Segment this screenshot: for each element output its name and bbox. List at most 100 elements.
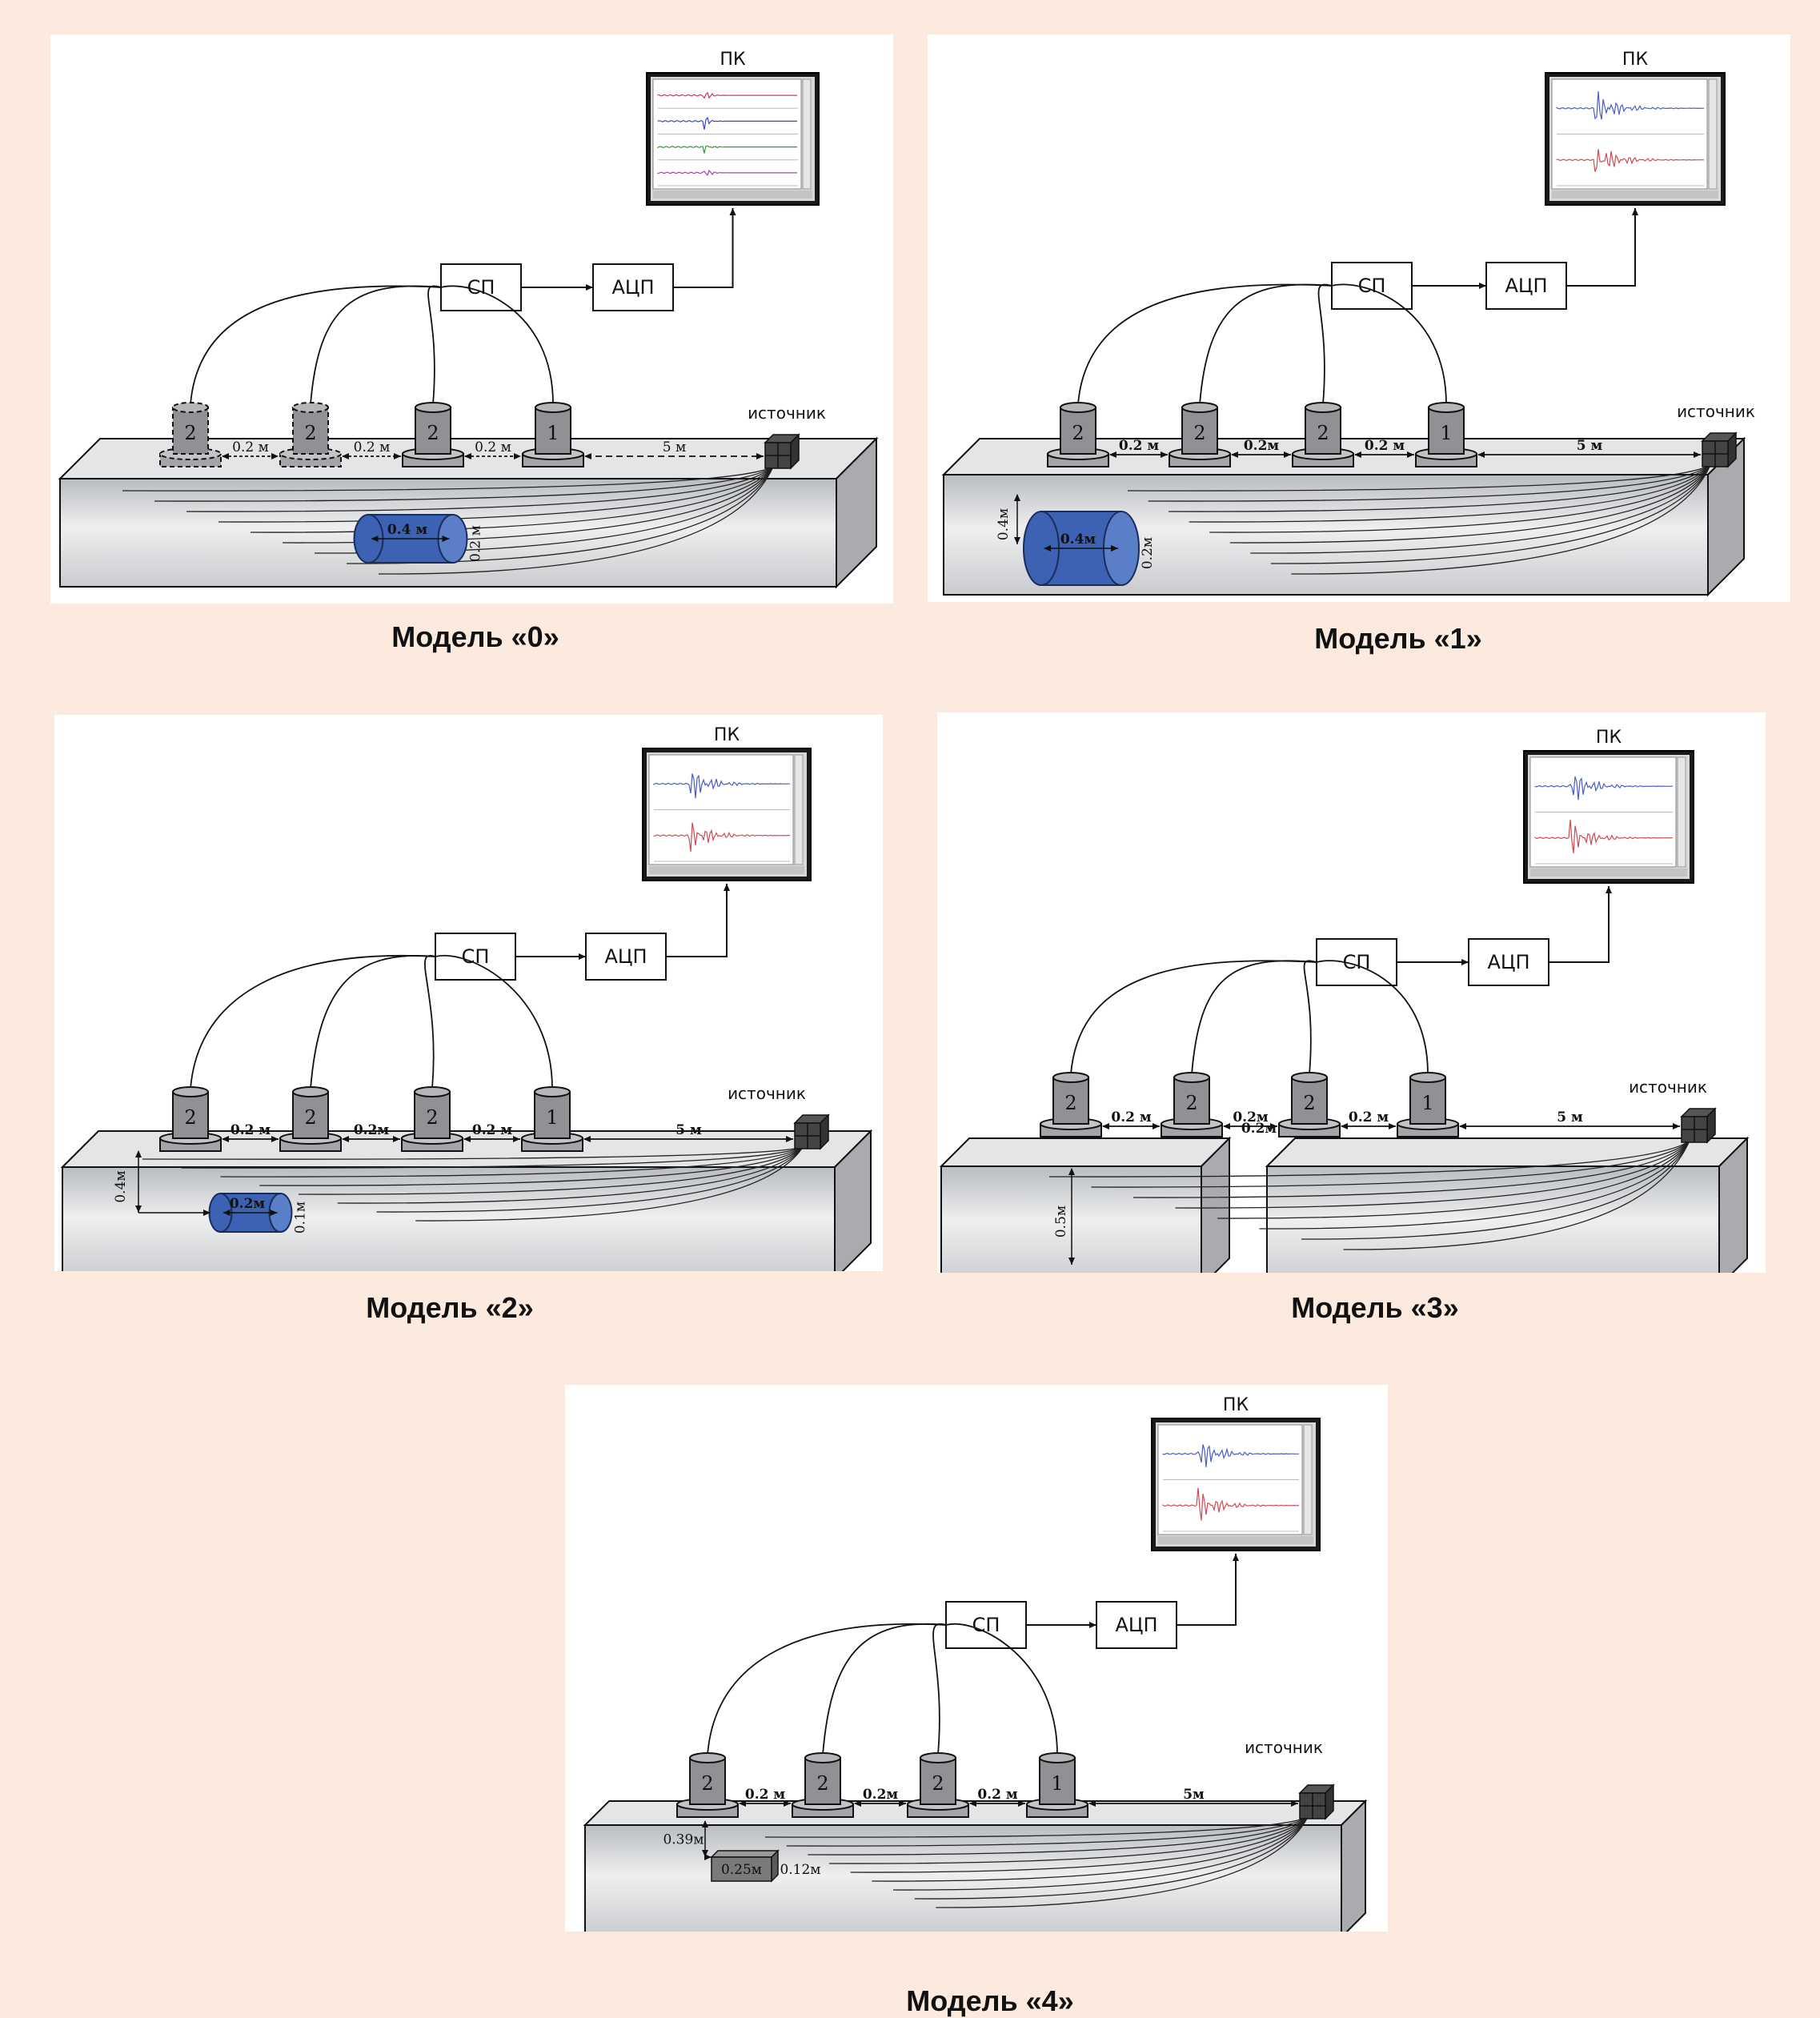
cable: [440, 285, 554, 405]
arrow-adc-to-pc: [666, 884, 730, 957]
cable: [1317, 283, 1333, 405]
sensor-top: [535, 402, 571, 413]
cable: [1191, 960, 1317, 1075]
sensor-top: [1173, 1072, 1210, 1083]
wave-ray: [298, 1146, 804, 1195]
pc-monitor: ПК: [642, 725, 812, 881]
block-front-face: [62, 1166, 836, 1271]
wave-ray: [122, 466, 774, 491]
adc-box-label: АЦП: [1487, 951, 1529, 973]
sp-box: СП: [1316, 938, 1397, 986]
scrollbar: [794, 754, 804, 865]
wave-ray: [828, 1816, 1309, 1864]
sensor-number: 1: [1421, 1092, 1433, 1114]
spacing-label: 0.2 м: [475, 439, 511, 455]
cables: [1070, 960, 1429, 1075]
sensor-body: [535, 407, 571, 455]
sensor-top: [1052, 1072, 1089, 1083]
signal-trace: [653, 773, 790, 799]
wave-ray: [850, 1816, 1309, 1873]
source-label: источник: [748, 403, 826, 423]
sensor-number: 2: [184, 1106, 196, 1129]
signal-trace: [657, 145, 797, 154]
sensor-number: 2: [426, 1106, 438, 1129]
spacing-label: 0.2 м: [354, 439, 391, 455]
sensor-4: 1: [522, 402, 584, 467]
pc-monitor: ПК: [1151, 1395, 1321, 1551]
wave-rays: [142, 1146, 804, 1222]
wave-ray: [1189, 464, 1711, 523]
scrollbar: [802, 78, 812, 190]
sensor-top: [415, 402, 451, 413]
pc-label: ПК: [1223, 1395, 1249, 1415]
ground-block: [60, 1129, 873, 1271]
sensor-body: [172, 407, 209, 455]
depth-label: 0.4м: [113, 1170, 129, 1202]
box-top: [710, 1850, 780, 1858]
block-side-face: [1341, 1799, 1366, 1932]
wave-ray: [1343, 1140, 1690, 1250]
wave-ray: [1091, 1140, 1690, 1188]
adc-box-frame: [1096, 1601, 1177, 1649]
caption-model-4: Модель «4»: [906, 1984, 1074, 2017]
sensor-body: [534, 1091, 571, 1139]
sensor-number: 2: [304, 422, 316, 444]
block-front-face: [1266, 1165, 1720, 1273]
spacing-label: 0.2м: [354, 1122, 390, 1138]
spacing-label: 5 м: [675, 1122, 702, 1138]
sensor-top: [1181, 402, 1218, 413]
sensor-number: 1: [1440, 422, 1452, 444]
wave-ray: [872, 1816, 1309, 1882]
caption-model-2: Модель «2»: [366, 1291, 534, 1324]
pc-monitor: ПК: [1523, 728, 1694, 884]
sensor-1: 2: [1047, 402, 1109, 467]
spacing-label: 5 м: [1577, 438, 1603, 454]
sensor-2: 2: [279, 402, 342, 467]
source-label: источник: [728, 1084, 806, 1103]
caption-model-0: Модель «0»: [391, 620, 559, 653]
wave-ray: [259, 1146, 804, 1186]
spacing-label: 0.2м: [1244, 438, 1280, 454]
pc-label: ПК: [714, 725, 740, 745]
wave-ray: [376, 1146, 804, 1213]
signal-trace: [1534, 820, 1674, 853]
wave-ray: [1250, 464, 1711, 554]
sensor-top: [1409, 1072, 1446, 1083]
sensor-2: 2: [279, 1086, 342, 1152]
pc-monitor: ПК: [646, 50, 820, 206]
cable: [435, 955, 553, 1089]
wave-ray: [1301, 1140, 1690, 1240]
sensor-3: 2: [1278, 1072, 1341, 1137]
sensor-number: 2: [1303, 1092, 1315, 1114]
sensor-number: 1: [546, 1106, 558, 1129]
cable: [932, 1623, 947, 1755]
spacing-label: 0.2 м: [977, 1787, 1017, 1803]
sensor-number: 2: [304, 1106, 316, 1129]
sensor-top: [292, 1086, 329, 1097]
arrow-adc-to-pc: [1566, 208, 1638, 287]
sensor-2: 2: [1169, 402, 1231, 467]
wave-ray: [1217, 1140, 1690, 1219]
caption-model-1: Модель «1»: [1314, 622, 1482, 655]
cable: [190, 955, 436, 1089]
wave-rays: [122, 466, 774, 575]
sensor-4: 1: [1026, 1752, 1088, 1818]
cable: [1316, 960, 1429, 1075]
sensor-body: [415, 407, 451, 455]
sensor-top: [534, 1086, 571, 1097]
spacing-label: 5м: [1183, 1787, 1205, 1803]
cable: [190, 285, 442, 405]
seismic-source: [1701, 431, 1738, 468]
wave-ray: [1132, 1140, 1690, 1198]
signal-trace: [657, 116, 797, 130]
block-side-face: [834, 1129, 872, 1271]
sensor-1: 2: [676, 1752, 739, 1818]
cable: [1077, 283, 1333, 405]
